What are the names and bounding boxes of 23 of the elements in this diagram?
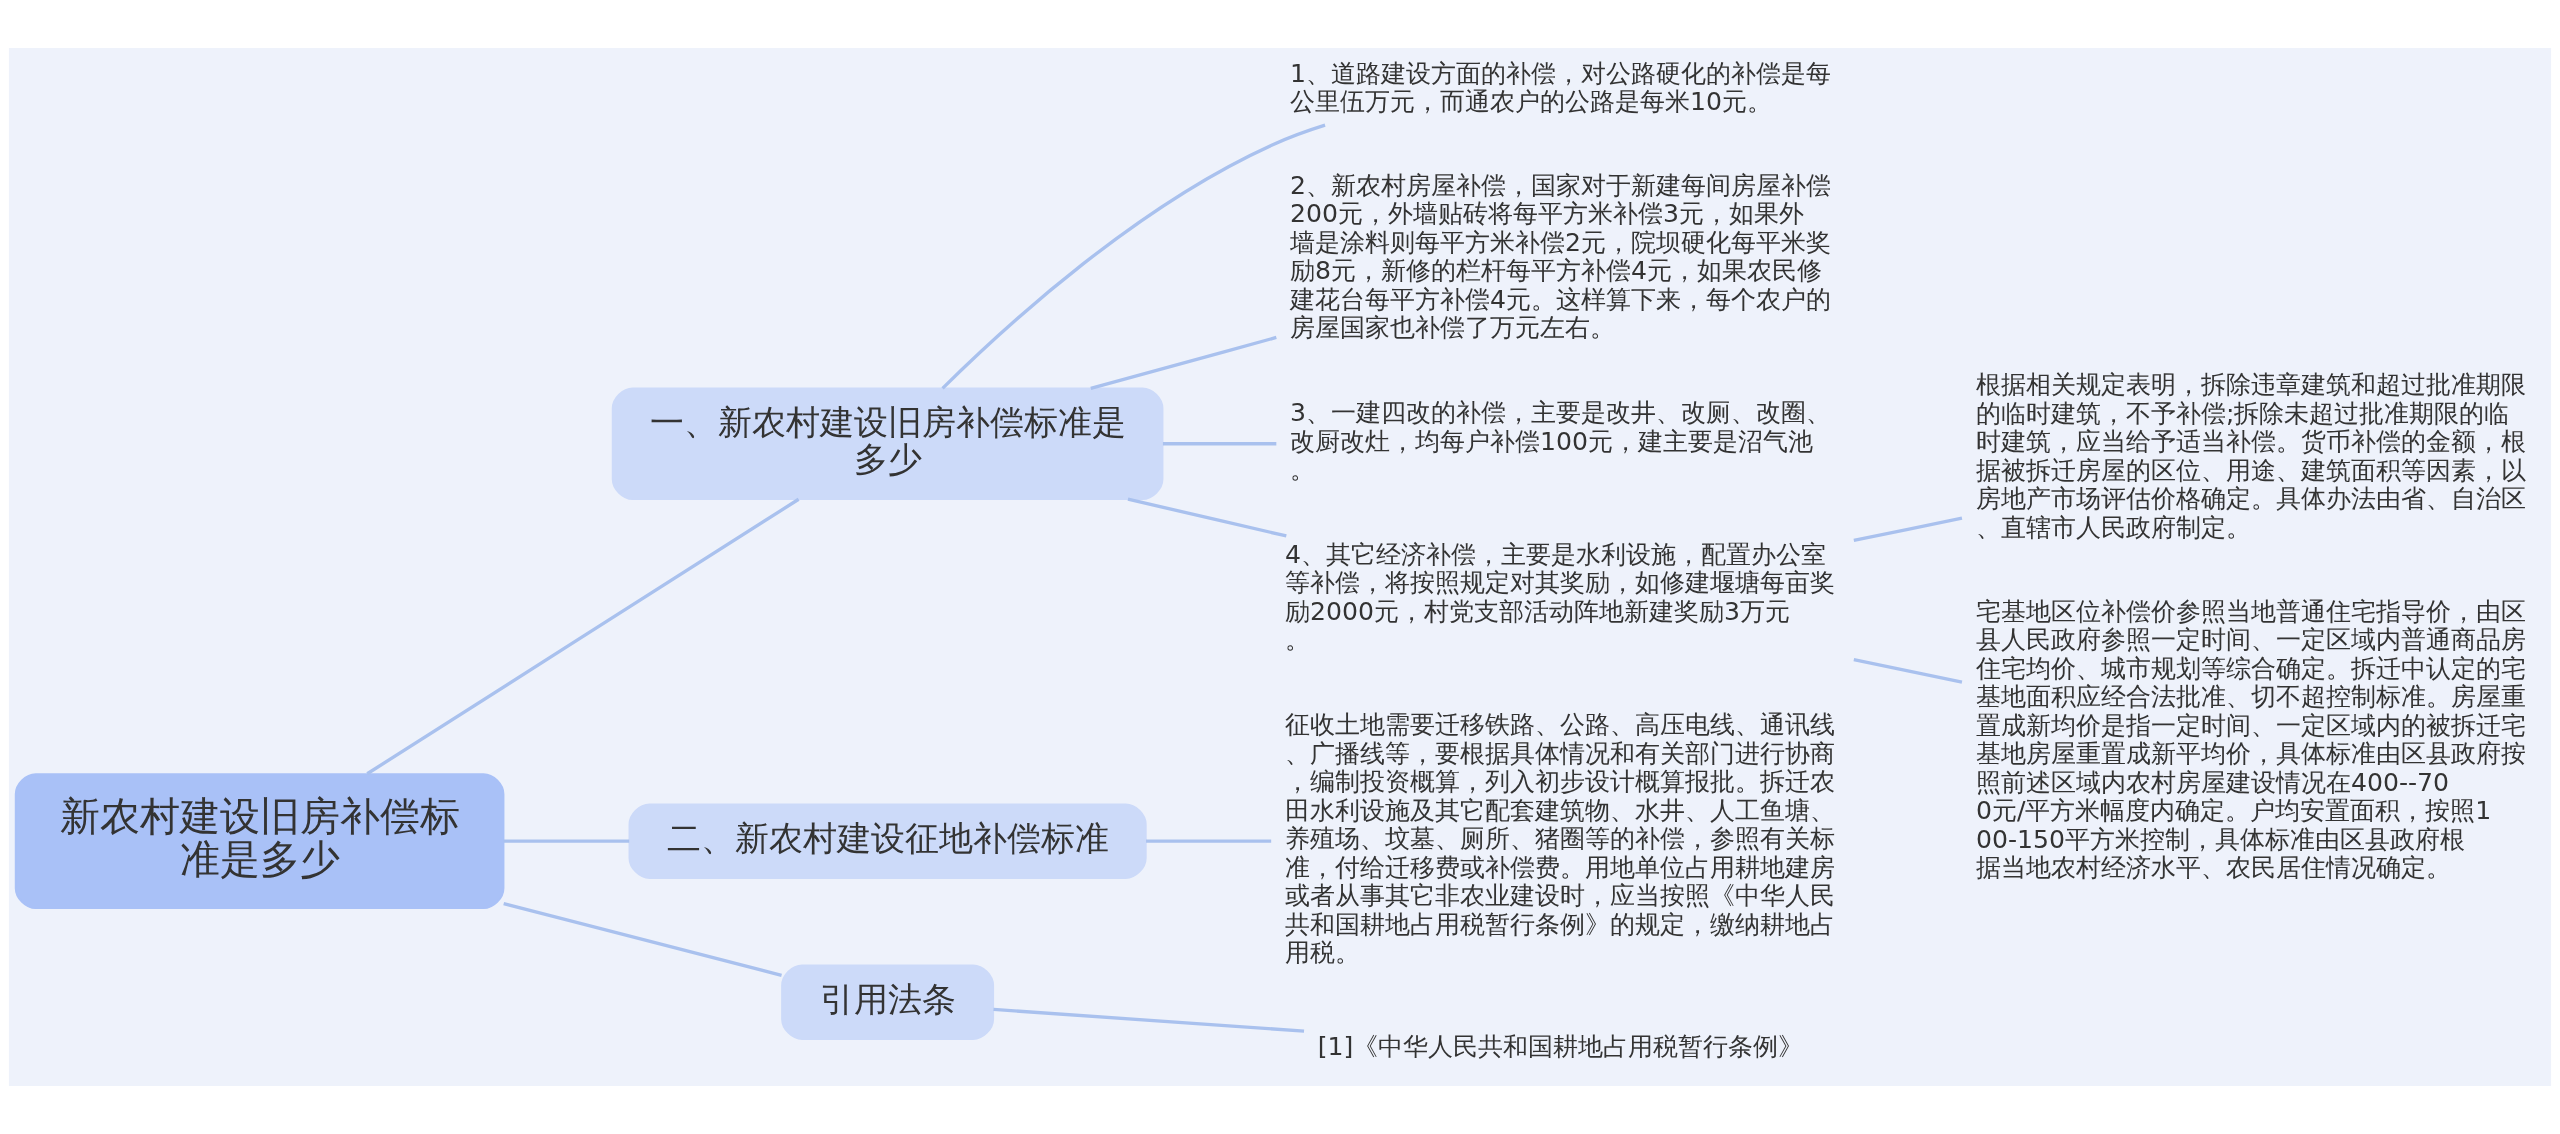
node-text: 2、新农村房屋补偿，国家对于新建每间房屋补偿200元，外墙贴砖将每平方米补偿3元，如果外墙是涂料则每平方米补偿2元，院坝硬化每平米奖励8元，新修的栏杆每平方补偿4元，如果农民修建花台每平方补偿4元。这样算下来，每个农户的房屋国家也补偿了万元左右。 [1290, 170, 1832, 343]
node-text: 征收土地需要迁移铁路、公路、高压电线、通讯线、广播线等，要根据具体情况和有关部门进行协商，编制投资概算，列入初步设计概算报批。拆迁农田水利设施及其它配套建筑物、水井、人工鱼塘、养殖场、坟墓、厕所、猪圈等的补偿，参照有关标准，付给迁移费或补偿费。用地单位占用耕地建房或者从事其它非农业建设时，应当按照《中华人民共和国耕地占用税暂行条例》的规定，缴纳耕地占用税。 [1285, 710, 1836, 968]
connector [1127, 497, 1287, 538]
node-box: 二、新农村建设征地补偿标准 [628, 803, 1147, 879]
connector [1162, 442, 1277, 446]
node-box: 新农村建设旧房补偿标准是多少 [14, 773, 505, 910]
node-box: 引用法条 [781, 964, 995, 1040]
node-text: 4、其它经济补偿，主要是水利设施，配置办公室等补偿，将按照规定对其奖励，如修建堰塘每亩奖励2000元，村党支部活动阵地新建奖励3万元。 [1285, 539, 1836, 655]
connector [1853, 658, 1963, 684]
node-text: [1]《中华人民共和国耕地占用税暂行条例》 [1317, 1031, 1804, 1061]
connector [503, 902, 782, 977]
node-text: 3、一建四改的补偿，主要是改井、改厕、改圈、改厨改灶，均每户补偿100元，建主要是沼气池。 [1290, 398, 1832, 485]
connector [1090, 335, 1277, 391]
node-text: 1、道路建设方面的补偿，对公路硬化的补偿是每公里伍万元，而通农户的公路是每米10元。 [1290, 58, 1832, 117]
node-box: 一、新农村建设旧房补偿标准是多少 [611, 387, 1164, 500]
node-text: 根据相关规定表明，拆除违章建筑和超过批准期限的临时建筑，不予补偿;拆除未超过批准期限的临时建筑，应当给予适当补偿。货币补偿的金额，根据被拆迁房屋的区位、用途、建筑面积等因素，以房地产市场评估价格确定。具体办法由省、自治区、直辖市人民政府制定。 [1975, 370, 2526, 542]
connector [1146, 839, 1272, 843]
connector [941, 123, 1326, 390]
connector [366, 497, 800, 776]
connector [1853, 516, 1963, 542]
connector [503, 839, 630, 843]
node-text: 宅基地区位补偿价参照当地普通住宅指导价，由区县人民政府参照一定时间、一定区域内普通商品房住宅均价、城市规划等综合确定。拆迁中认定的宅基地面积应经合法批准、切不超控制标准。房屋重置成新均价是指一定时间、一定区域内的被拆迁宅基地房屋重置成新平均价，具体标准由区县政府按照前述区域内农村房屋建设情况在400--700元/平方米幅度内确定。户均安置面积，按照100-150平方米控制，具体标准由区县政府根据当地农村经济水平、农民居住情况确定。 [1975, 596, 2526, 883]
connector [993, 1007, 1305, 1033]
